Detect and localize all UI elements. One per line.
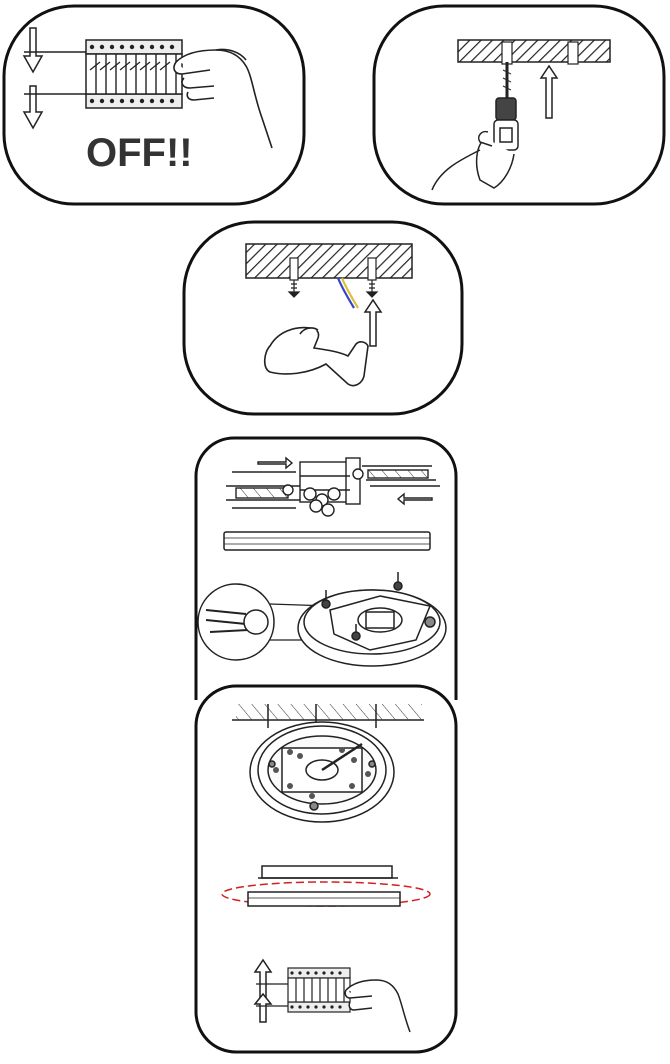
ceiling-icon bbox=[457, 39, 611, 63]
power-wires-icon bbox=[336, 277, 359, 309]
lamp-base-plate-icon bbox=[297, 572, 447, 667]
terminal-block-icon bbox=[226, 456, 440, 517]
up-arrow-icon bbox=[539, 64, 559, 119]
step5-panel bbox=[194, 684, 458, 1054]
hand-icon bbox=[344, 979, 411, 1033]
screw-icon bbox=[287, 280, 379, 298]
drill-icon bbox=[431, 62, 519, 191]
step1-panel: OFF!! bbox=[2, 4, 306, 206]
step4-panel bbox=[194, 436, 458, 700]
cover-rotation-guide bbox=[221, 881, 431, 907]
step3-panel bbox=[182, 220, 464, 416]
up-arrow-icon bbox=[363, 298, 383, 347]
wire-detail-zoom-icon bbox=[197, 583, 331, 661]
hammer-icon bbox=[263, 326, 369, 387]
lamp-side-profile-icon bbox=[223, 531, 431, 551]
ceiling-icon bbox=[245, 243, 413, 279]
circuit-breaker-icon bbox=[24, 39, 183, 109]
lamp-cover-side-icon bbox=[221, 865, 431, 907]
right-arrow-icon bbox=[257, 456, 294, 470]
circuit-breaker-icon bbox=[256, 967, 351, 1013]
left-arrow-icon bbox=[396, 492, 433, 506]
off-warning-text: OFF!! bbox=[86, 131, 193, 175]
hand-icon bbox=[173, 48, 273, 149]
lamp-base-top-view-icon bbox=[249, 721, 395, 823]
down-arrow-icon bbox=[22, 27, 44, 130]
step2-panel bbox=[372, 4, 666, 206]
up-arrow-icon bbox=[253, 958, 273, 1023]
